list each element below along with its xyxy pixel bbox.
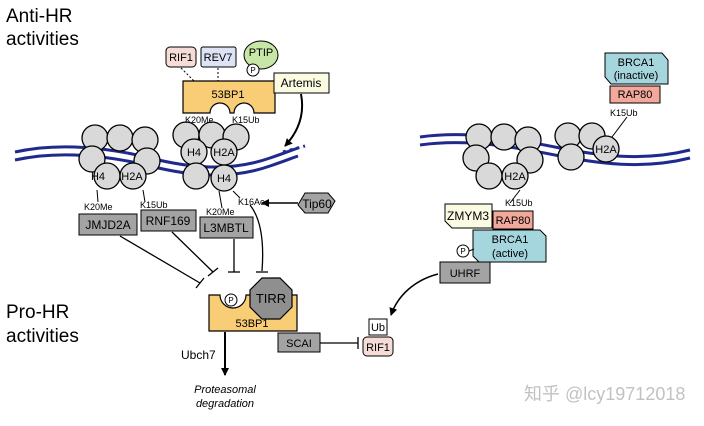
histone-h4-label: H4 <box>91 171 105 183</box>
rif1-label: RIF1 <box>169 52 193 64</box>
uhrf-label: UHRF <box>450 268 481 280</box>
tip60-box <box>297 192 336 214</box>
brca1-inactive-label-line1: BRCA1 <box>618 57 655 69</box>
jmjd2a-label: JMJD2A <box>85 218 130 232</box>
anti-hr-label-line1: Anti-HR <box>6 6 73 27</box>
watermark-text: 知乎 @lcy19712018 <box>524 384 685 404</box>
histone-h4-label: H4 <box>187 147 201 159</box>
uhrf-box <box>439 261 491 284</box>
k15ub-link <box>509 189 521 204</box>
k20me-link <box>218 190 223 209</box>
phospho-label: P <box>228 296 233 305</box>
53bp1-label: 53BP1 <box>211 89 244 101</box>
zmym3-label: ZMYM3 <box>447 209 489 223</box>
k15ub-link <box>142 189 146 203</box>
rev7-box <box>200 46 237 68</box>
53bp1-complex-top <box>182 80 276 114</box>
nucleosome-left-2 <box>172 121 250 192</box>
pro-hr-label-line2: activities <box>6 326 79 347</box>
artemis-box <box>273 72 330 94</box>
ptip-blob <box>243 40 279 70</box>
rap80-box-top <box>609 85 661 104</box>
k15ub-mark: K15Ub <box>140 200 168 210</box>
tirr-label: TIRR <box>256 291 286 306</box>
53bp1-label: 53BP1 <box>235 318 268 330</box>
nucleosome-right-1 <box>462 123 544 190</box>
tip60-label: Tip60 <box>302 197 332 211</box>
rnf169-box <box>140 209 197 232</box>
l3mbtl-box <box>199 216 254 239</box>
rnf169-label: RNF169 <box>146 214 191 228</box>
ptip-label: PTIP <box>249 47 273 59</box>
histone-h4-label: H4 <box>217 173 231 185</box>
zmym3-box <box>444 203 493 229</box>
tirr-octagon <box>249 277 293 320</box>
histone-h2a-label: H2A <box>213 147 235 159</box>
brca1-active-label-line1: BRCA1 <box>492 234 529 246</box>
histone-h2a-label: H2A <box>595 144 617 156</box>
phospho-marker <box>246 63 260 77</box>
rif1-link <box>180 67 196 83</box>
rap80-box <box>492 210 534 230</box>
inhibition-lines <box>119 204 268 289</box>
artemis-label: Artemis <box>281 76 322 90</box>
pro-hr-label-line1: Pro-HR <box>6 302 69 323</box>
rif1-bottom-label: RIF1 <box>366 342 390 354</box>
uhrf-arrow <box>389 273 439 316</box>
k20me-link <box>96 189 99 203</box>
ub-label: Ub <box>371 322 385 334</box>
k15ub-link <box>611 116 628 138</box>
rap80-label: RAP80 <box>618 89 653 101</box>
phospho-link <box>468 248 475 252</box>
rif1-box <box>165 46 197 68</box>
brca1-active-label-line2: (active) <box>492 248 528 260</box>
rev7-label: REV7 <box>204 52 233 64</box>
l3mbtl-label: L3MBTL <box>203 221 249 235</box>
brca1-active-box <box>472 229 547 263</box>
artemis-arrow <box>284 93 304 147</box>
k16ac-mark: K16Ac <box>238 197 265 207</box>
k20me-mark: K20Me <box>206 207 235 217</box>
k15ub-mark: K15Ub <box>505 198 533 208</box>
k15ub-mark: K15Ub <box>232 115 260 125</box>
brca1-inactive-label-line2: (inactive) <box>614 70 659 82</box>
brca1-inactive-box <box>604 52 669 85</box>
nucleosome-right-2 <box>554 122 620 171</box>
rif1-bottom-box <box>362 336 394 357</box>
degradation-label-line1: Proteasomal <box>194 384 256 396</box>
rap80-label: RAP80 <box>496 215 531 227</box>
k20me-mark: K20Me <box>185 115 214 125</box>
k15ub-mark: K15Ub <box>610 108 638 118</box>
phospho-marker <box>224 293 238 307</box>
k16ac-link <box>232 190 241 199</box>
phospho-label: P <box>460 247 465 256</box>
nucleosome-left-1 <box>78 124 161 190</box>
k20me-mark: K20Me <box>84 202 113 212</box>
scai-label: SCAI <box>286 338 312 350</box>
phospho-label: P <box>250 66 255 75</box>
ubch7-label: Ubch7 <box>181 348 216 362</box>
jmjd2a-box <box>78 213 138 236</box>
degradation-label-line2: degradation <box>196 398 254 410</box>
histone-h2a-label: H2A <box>121 171 143 183</box>
anti-hr-label-line2: activities <box>6 29 79 50</box>
histone-h2a-label: H2A <box>504 171 526 183</box>
ub-box <box>368 318 388 336</box>
